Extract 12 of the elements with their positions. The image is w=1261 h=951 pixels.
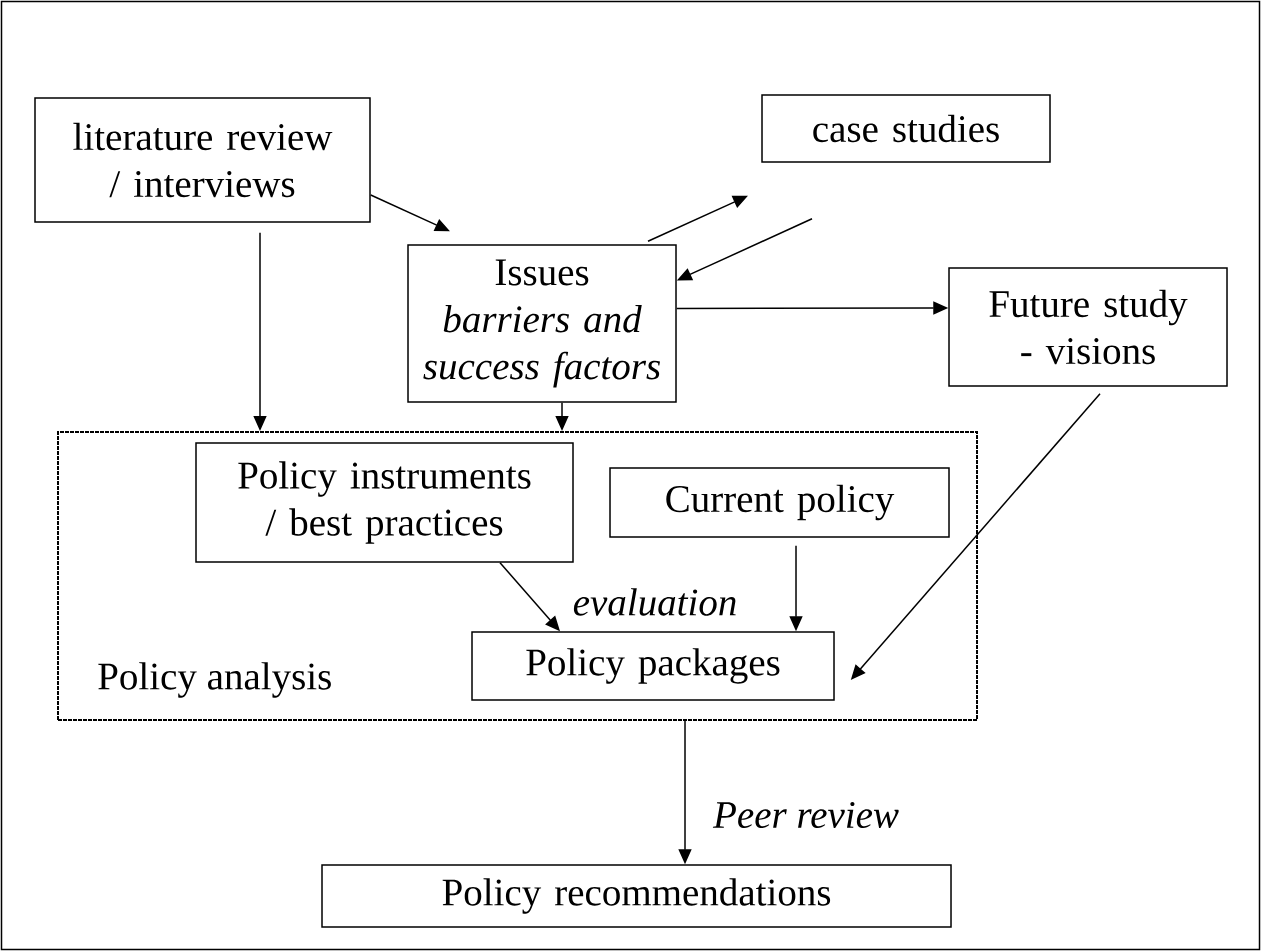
process-box: Policy packages xyxy=(471,631,835,701)
process-box: Policy recommendations xyxy=(321,864,952,928)
process-box: literature review / interviews xyxy=(34,97,371,223)
edge-label: evaluation xyxy=(570,586,740,618)
process-box: case studies xyxy=(761,94,1051,163)
process-box: Issues barriers and success factors xyxy=(407,244,677,403)
arrow xyxy=(370,194,450,232)
process-box: Policy instruments / best practices xyxy=(195,442,574,563)
arrow xyxy=(647,195,748,242)
process-box: Current policy xyxy=(609,467,950,538)
process-box: Future study - visions xyxy=(948,267,1228,387)
edge-label: Peer review xyxy=(711,799,901,831)
